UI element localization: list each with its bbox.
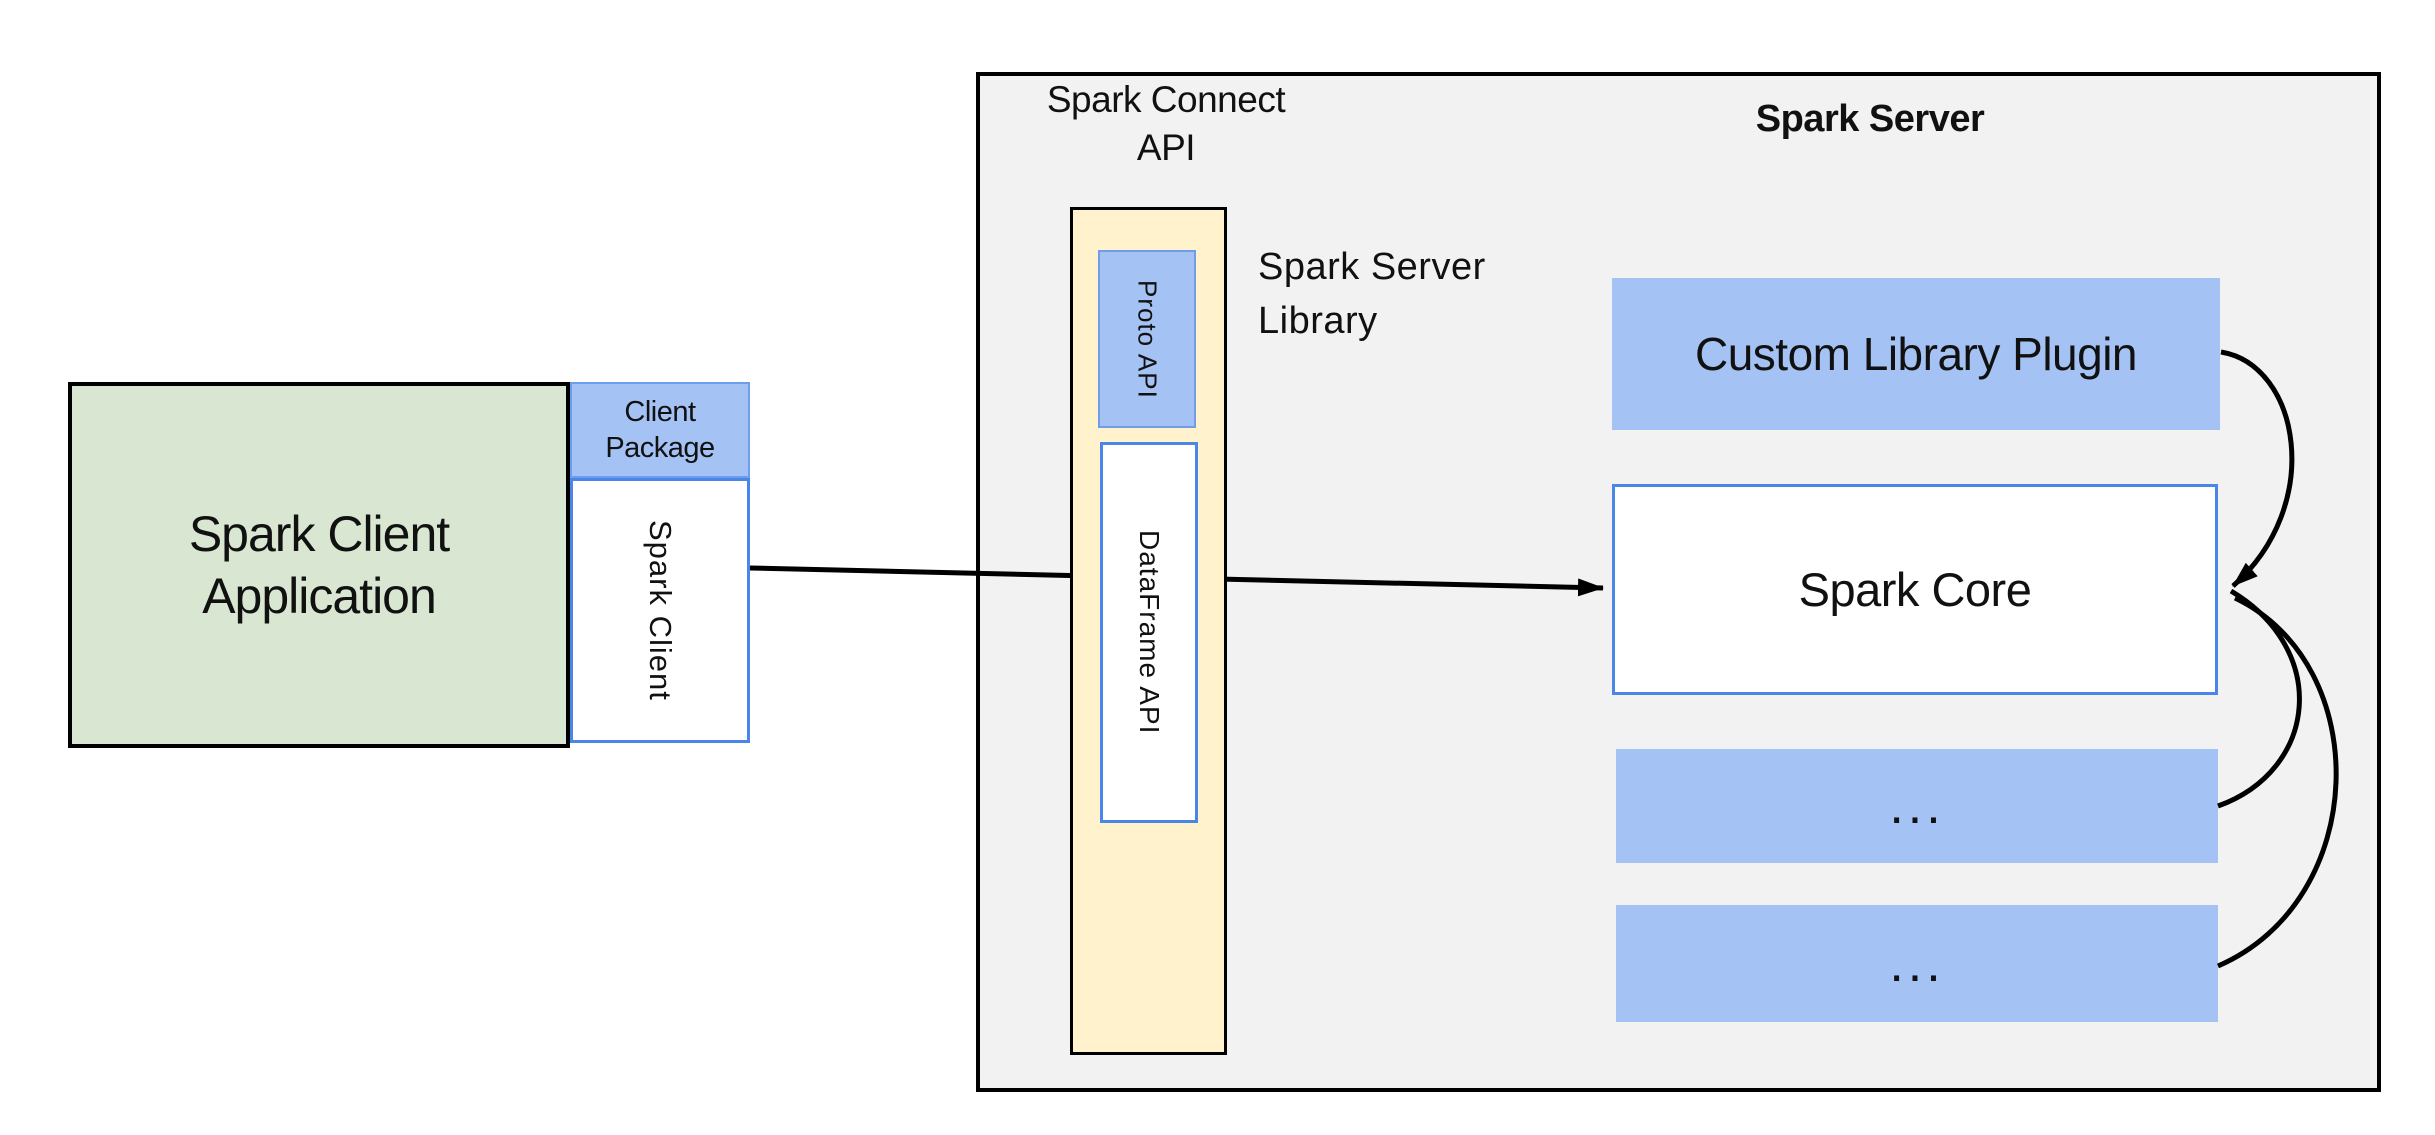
- client-package-box: Client Package: [570, 382, 750, 478]
- plugin-placeholder-label-2: ...: [1889, 934, 1945, 993]
- spark-connect-api-label: Spark Connect API: [1020, 76, 1312, 172]
- plugin-placeholder-box-2: ...: [1616, 905, 2218, 1022]
- spark-connect-api-label-line2: API: [1136, 127, 1196, 168]
- spark-client-label: Spark Client: [643, 520, 678, 701]
- custom-library-plugin-box: Custom Library Plugin: [1612, 278, 2220, 430]
- spark-server-title: Spark Server: [1755, 98, 1985, 140]
- plugin-placeholder-box-1: ...: [1616, 749, 2218, 863]
- spark-server-library-label-line1: Spark Server: [1258, 246, 1486, 288]
- dataframe-api-label: DataFrame API: [1134, 530, 1165, 735]
- spark-client-application-box: Spark Client Application: [68, 382, 570, 748]
- spark-core-box: Spark Core: [1612, 484, 2218, 695]
- plugin-placeholder-label-1: ...: [1889, 777, 1945, 835]
- spark-server-library-label-line2: Library: [1258, 300, 1378, 342]
- spark-client-box: Spark Client: [570, 478, 750, 743]
- spark-client-application-line2: Application: [202, 568, 437, 624]
- spark-connect-api-label-line1: Spark Connect: [1046, 79, 1286, 120]
- dataframe-api-box: DataFrame API: [1100, 442, 1198, 823]
- proto-api-label: Proto API: [1132, 279, 1163, 399]
- custom-library-plugin-label: Custom Library Plugin: [1694, 328, 2138, 380]
- client-package-label-line1: Client: [624, 396, 696, 428]
- spark-client-application-line1: Spark Client: [188, 506, 450, 562]
- client-package-label-line2: Package: [605, 432, 715, 464]
- spark-core-label: Spark Core: [1798, 563, 2032, 616]
- proto-api-box: Proto API: [1098, 250, 1196, 428]
- spark-server-library-label: Spark Server Library: [1258, 240, 1678, 348]
